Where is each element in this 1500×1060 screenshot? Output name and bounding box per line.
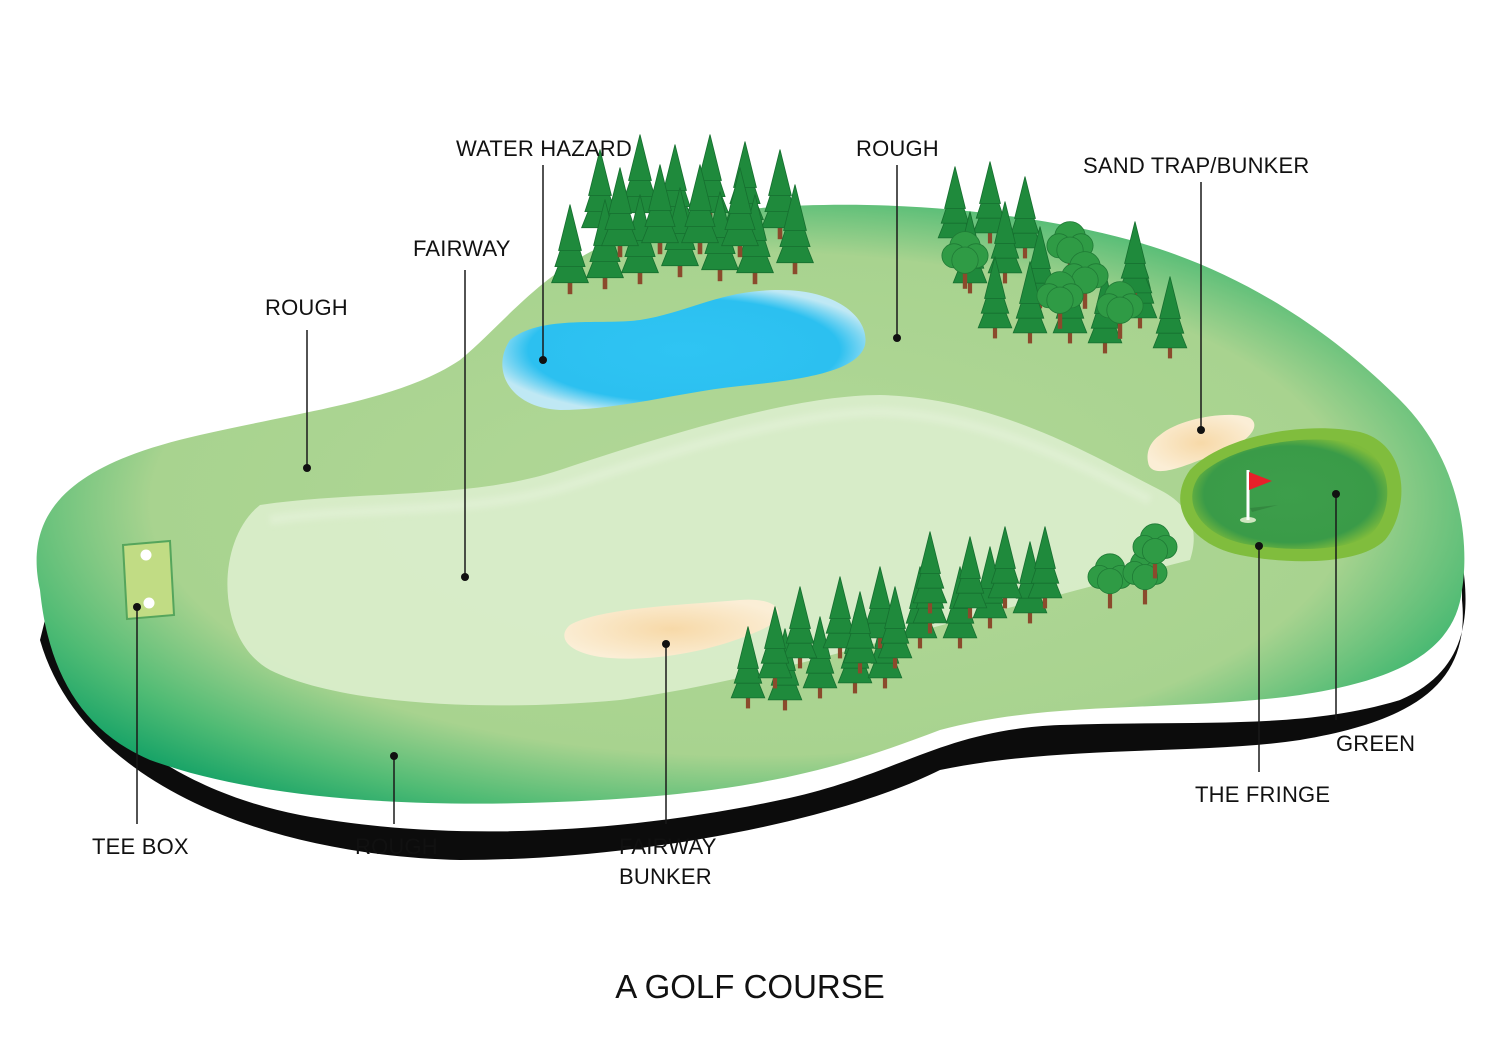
- pine-tree-icon: [1012, 261, 1048, 344]
- label-rough-left: ROUGH: [265, 295, 348, 320]
- pine-tree-icon: [977, 256, 1013, 339]
- diagram-title: A GOLF COURSE: [615, 968, 885, 1005]
- label-rough-bottom: ROUGH: [355, 834, 438, 859]
- pine-tree-icon: [937, 166, 973, 249]
- pine-tree-icon: [681, 164, 719, 255]
- label-water-hazard: WATER HAZARD: [456, 136, 632, 161]
- pine-tree-icon: [601, 167, 639, 258]
- pine-tree-icon: [757, 606, 793, 689]
- leafy-tree-icon: [1096, 281, 1144, 339]
- fairway-bunker: [564, 599, 779, 659]
- leader-lines: [133, 165, 1340, 824]
- pine-tree-icon: [912, 531, 948, 614]
- leafy-tree-icon: [941, 231, 989, 289]
- pine-tree-icon: [776, 184, 814, 275]
- pine-tree-icon: [641, 164, 679, 255]
- pine-tree-icon: [730, 626, 766, 709]
- pine-tree-icon: [822, 576, 858, 659]
- leafy-tree-icon: [1036, 271, 1084, 329]
- sand-trap-bunker: [1147, 414, 1255, 472]
- leafy-tree-icon: [1132, 523, 1178, 579]
- label-the-fringe: THE FRINGE: [1195, 782, 1330, 807]
- pine-tree-icon: [842, 591, 878, 674]
- label-tee-box: TEE BOX: [92, 834, 189, 859]
- flag-icon: [1240, 470, 1278, 523]
- pine-tree-icon: [1007, 176, 1043, 259]
- pine-tree-icon: [987, 526, 1023, 609]
- pine-tree-icon: [877, 586, 913, 669]
- putting-green: [1192, 439, 1388, 550]
- pine-tree-icon: [1117, 221, 1153, 304]
- pine-tree-icon: [1152, 276, 1188, 359]
- fairway-area: [227, 395, 1194, 706]
- pine-tree-icon: [721, 167, 759, 258]
- label-fairway-bunker-line2: BUNKER: [619, 864, 712, 889]
- label-fairway-bunker-line1: FAIRWAY: [619, 834, 717, 859]
- label-sand-trap-bunker: SAND TRAP/BUNKER: [1083, 153, 1310, 178]
- pine-tree-icon: [782, 586, 818, 669]
- pine-tree-icon: [1027, 526, 1063, 609]
- pine-tree-icon: [952, 536, 988, 619]
- tee-box: [121, 539, 176, 621]
- label-fairway: FAIRWAY: [413, 236, 511, 261]
- trees-group: [551, 134, 1188, 711]
- label-rough-top: ROUGH: [856, 136, 939, 161]
- pine-tree-icon: [551, 204, 589, 295]
- pine-tree-icon: [972, 161, 1008, 244]
- label-green: GREEN: [1336, 731, 1415, 756]
- pine-tree-icon: [621, 134, 659, 225]
- water-hazard: [502, 290, 866, 410]
